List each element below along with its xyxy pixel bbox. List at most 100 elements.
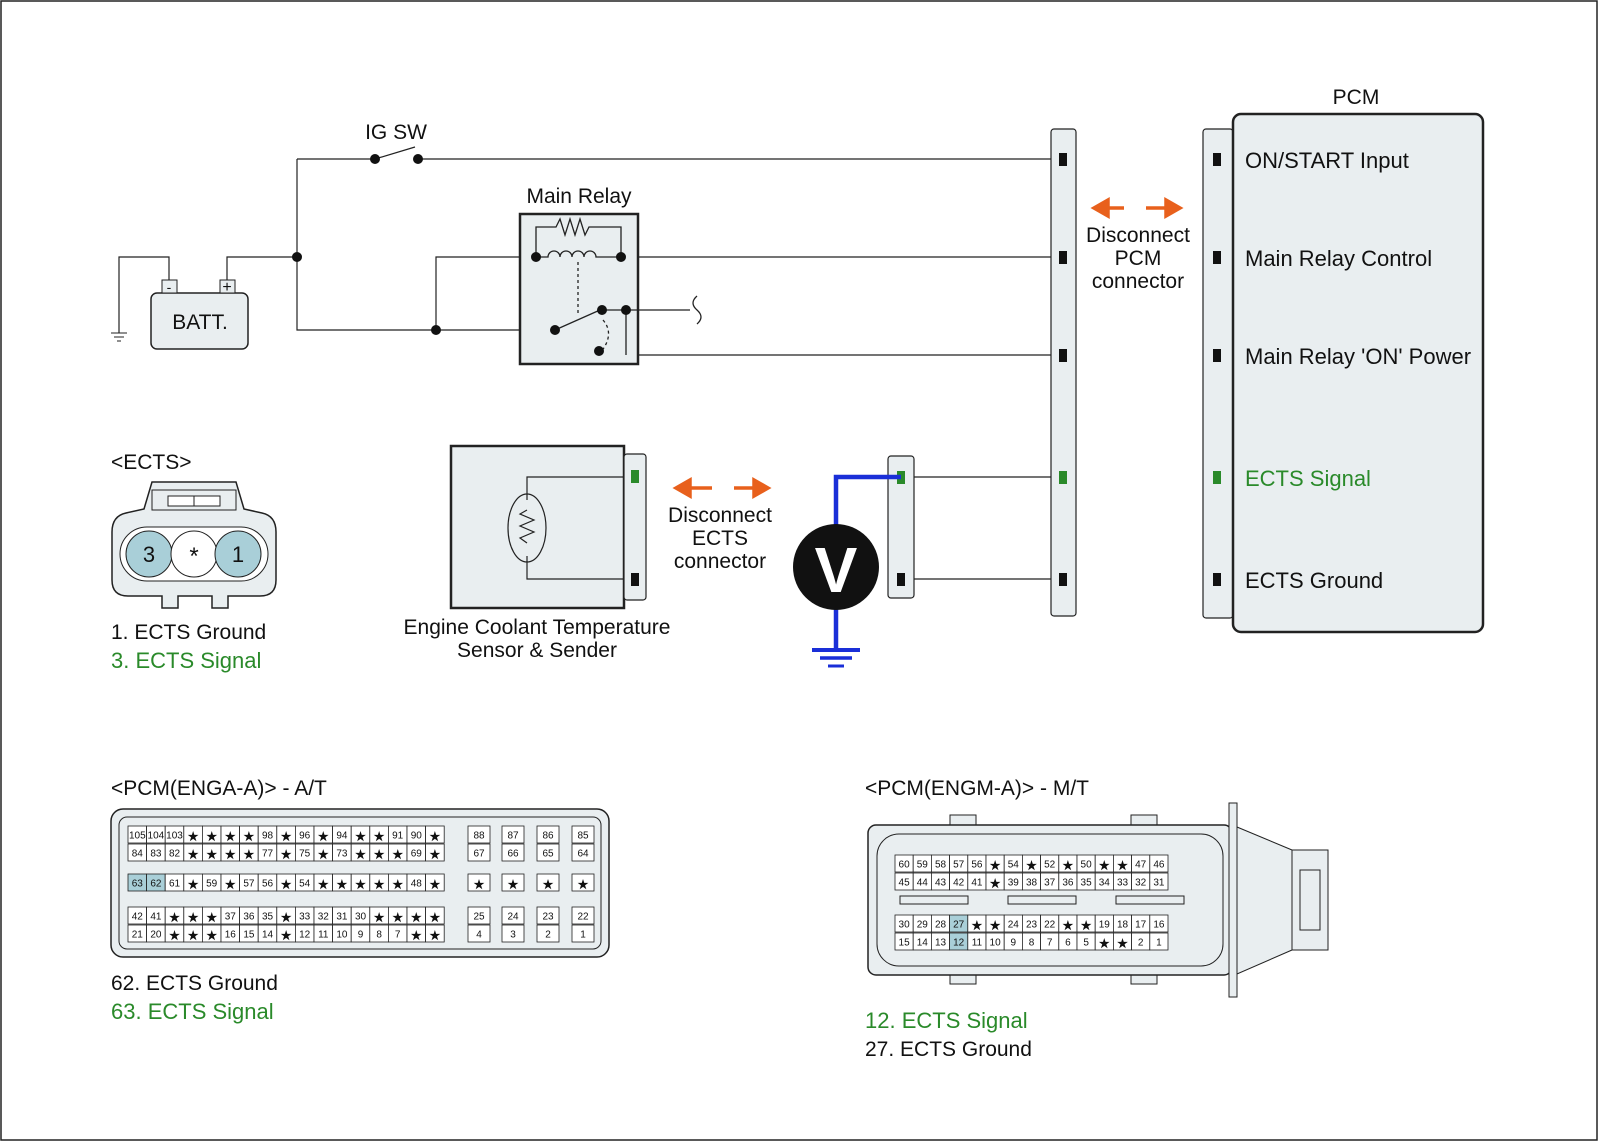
pcm-m-pin: 59	[917, 860, 929, 871]
pcm-harness-connector	[1050, 128, 1077, 617]
pcm-m-pin: 42	[953, 878, 965, 889]
pcm-m-pin: 46	[1153, 860, 1165, 871]
pcm-a-pin: 96	[299, 831, 311, 842]
pcm-terminal-on-start: ON/START Input	[1245, 148, 1409, 173]
pcm-a-pin: ★	[355, 878, 366, 892]
pcm-a-pin-cell	[467, 906, 491, 925]
pcm-a-pin: 22	[577, 912, 589, 923]
pcm-a-pin: 59	[206, 879, 218, 890]
pcm-m-pin: 9	[1011, 938, 1017, 949]
pcm-a-pin: 7	[395, 930, 401, 941]
pcm-a-pin: ★	[206, 929, 217, 943]
pcm-a-pin: ★	[374, 830, 385, 844]
pcm-connector	[1202, 128, 1234, 619]
pcm-m-pin: 60	[899, 860, 911, 871]
pcm-m-pin: 50	[1081, 860, 1093, 871]
main-relay: Main Relay	[518, 185, 702, 366]
pcm-m-pin: 19	[1099, 920, 1111, 931]
pcm-a-pin: ★	[374, 848, 385, 862]
pcm-a-pin-cell	[571, 873, 595, 892]
pcm-a-pin: ★	[411, 929, 422, 943]
pcm-a-pin: 66	[507, 849, 519, 860]
pcm-m-pin: 33	[1117, 878, 1129, 889]
pcm-a-pin: 98	[262, 831, 274, 842]
pcm-m-pin: 32	[1135, 878, 1147, 889]
pcm-a-pin: 75	[299, 849, 311, 860]
voltmeter: V	[793, 474, 901, 668]
pcm-m-pin: 54	[1008, 860, 1020, 871]
pcm-a-pin: 9	[358, 930, 364, 941]
pcm-a-pin: 11	[318, 930, 329, 941]
pcm-a-pin-cell	[536, 906, 560, 925]
pcm-m-pin: 24	[1008, 920, 1020, 931]
disconnect-ects-arrows	[672, 476, 772, 500]
sensor-name-line2: Sensor & Sender	[457, 639, 617, 662]
pcm-m-pin-cell	[1149, 932, 1169, 951]
pcm-a-pin-cell	[425, 906, 445, 925]
pcm-box	[1231, 112, 1485, 634]
pcm-m-pin: 29	[917, 920, 929, 931]
pcm-a-pin: 16	[225, 930, 237, 941]
pcm-m-pin: 8	[1029, 938, 1035, 949]
pcm-a-pin: 20	[150, 930, 162, 941]
pcm-a-pin: ★	[188, 848, 199, 862]
pcm-m-pin: 34	[1099, 878, 1111, 889]
pcm-m-title: <PCM(ENGM-A)> - M/T	[865, 777, 1089, 800]
pcm-a-pin: 1	[580, 930, 586, 941]
pcm-m-pin: 58	[935, 860, 947, 871]
pcm-a-pin-cell	[536, 843, 560, 862]
pcm-a-pin: 84	[132, 849, 144, 860]
pcm-a-pin: 57	[243, 879, 255, 890]
pcm-a-pin: ★	[578, 878, 589, 892]
pcm-a-pin-cell	[501, 924, 525, 943]
pcm-a-pin-cell	[536, 873, 560, 892]
pcm-a-pin: ★	[281, 929, 292, 943]
pcm-a-pin: ★	[318, 830, 329, 844]
pcm-a-pin: 30	[355, 912, 367, 923]
pcm-m-pin: 16	[1153, 920, 1165, 931]
ects-sensor	[449, 444, 647, 610]
pcm-m-pin: 57	[953, 860, 965, 871]
pcm-m-pin: 6	[1065, 938, 1071, 949]
pcm-title: PCM	[1333, 86, 1380, 109]
pcm-a-pin-cell	[536, 825, 560, 844]
pcm-m-pin: 15	[899, 938, 911, 949]
pcm-a-pin: 69	[411, 849, 423, 860]
disconnect-ects-line3: connector	[674, 550, 766, 573]
pcm-a-pin: 35	[262, 912, 274, 923]
pcm-a-title: <PCM(ENGA-A)> - A/T	[111, 777, 327, 800]
pcm-m-pin-cell	[1149, 872, 1169, 891]
pcm-m-pin: 56	[971, 860, 983, 871]
disconnect-pcm-line1: Disconnect	[1086, 224, 1190, 247]
pcm-a-pin: ★	[430, 848, 441, 862]
pcm-a-pin: ★	[206, 848, 217, 862]
pcm-m-pin: ★	[1081, 919, 1092, 933]
pcm-m-pin: 43	[935, 878, 947, 889]
disconnect-pcm-line3: connector	[1092, 270, 1184, 293]
pcm-a-pin-cell	[425, 843, 445, 862]
pcm-a-legend-signal: 63. ECTS Signal	[111, 999, 274, 1024]
pcm-m-pin: 35	[1081, 878, 1093, 889]
pcm-a-pin: 94	[336, 831, 348, 842]
pcm-a-pin: 24	[507, 912, 519, 923]
pcm-a-pin-cell	[501, 825, 525, 844]
pcm-a-pin: 14	[262, 930, 274, 941]
pcm-a-pin: 48	[411, 879, 423, 890]
pcm-terminal-ects-ground: ECTS Ground	[1245, 568, 1383, 593]
pcm-m-pin: 12	[953, 938, 965, 949]
pcm-a-pin: ★	[244, 848, 255, 862]
pcm-a-pin: ★	[225, 878, 236, 892]
pcm-m-pin: ★	[1063, 919, 1074, 933]
pcm-a-pin: ★	[392, 848, 403, 862]
pcm-a-pin: ★	[355, 848, 366, 862]
pcm-a-pin: 15	[243, 930, 255, 941]
pcm-a-pin-cell	[425, 873, 445, 892]
pcm-m-pin: 7	[1047, 938, 1053, 949]
pcm-a-pin: ★	[355, 830, 366, 844]
pcm-a-pin: ★	[543, 878, 554, 892]
main-relay-label: Main Relay	[526, 185, 632, 208]
pcm-terminal-main-relay-power: Main Relay 'ON' Power	[1245, 344, 1471, 369]
pcm-m-pin: 1	[1156, 938, 1162, 949]
